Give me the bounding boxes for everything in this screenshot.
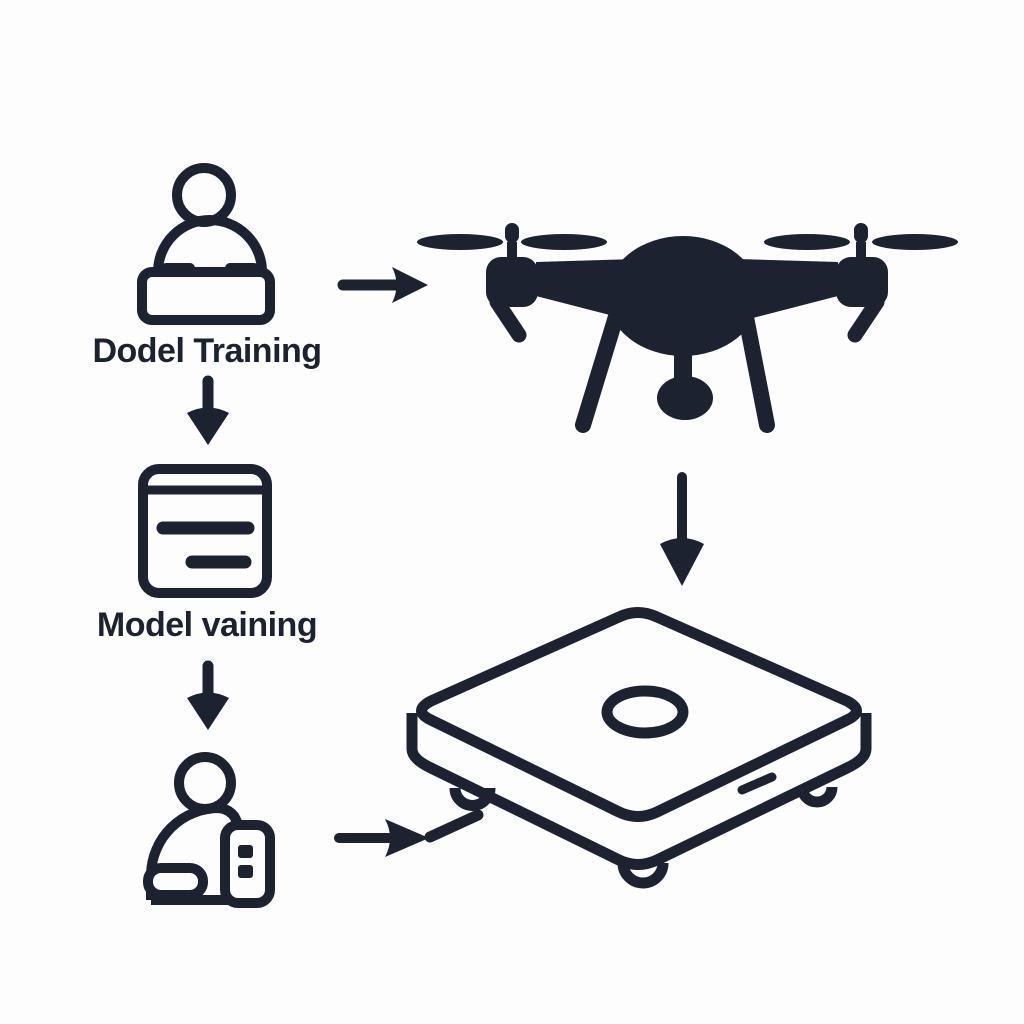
right-motor-pod: [836, 257, 888, 307]
arrow-down-drone-to-pad: [660, 472, 704, 586]
pad-top-face: [416, 607, 862, 822]
arrow-down-training-to-document: [187, 375, 229, 445]
drone-body: [607, 236, 759, 356]
pad-foot: [796, 786, 838, 808]
vaining-label: Model vaining: [96, 606, 318, 644]
pad-foot: [449, 787, 496, 811]
left-motor-pod: [486, 257, 538, 307]
right-propeller-blade: [764, 234, 850, 250]
arrow-right-trainer-to-drone: [337, 267, 428, 303]
right-propeller-blade: [872, 234, 958, 250]
pad-side-face: [406, 713, 872, 870]
camera-gimbal: [657, 376, 713, 420]
right-landing-leg: [737, 304, 775, 433]
landing-pad-icon: [406, 607, 872, 889]
training-label: Dodel Training: [92, 332, 322, 370]
left-landing-leg: [575, 302, 626, 433]
pad-center-marker: [601, 685, 689, 739]
arrow-down-document-to-operator: [187, 660, 229, 730]
left-propeller-blade: [417, 234, 503, 250]
arrow-right-operator-to-pad: [334, 819, 429, 857]
pad-foot: [617, 862, 669, 889]
pad-slot: [737, 772, 777, 795]
operator-remote-icon: [143, 752, 275, 908]
drone-icon: [417, 223, 958, 433]
document-icon: [138, 464, 272, 598]
left-propeller-blade: [521, 234, 607, 250]
trainer-at-desk-icon: [137, 163, 275, 325]
